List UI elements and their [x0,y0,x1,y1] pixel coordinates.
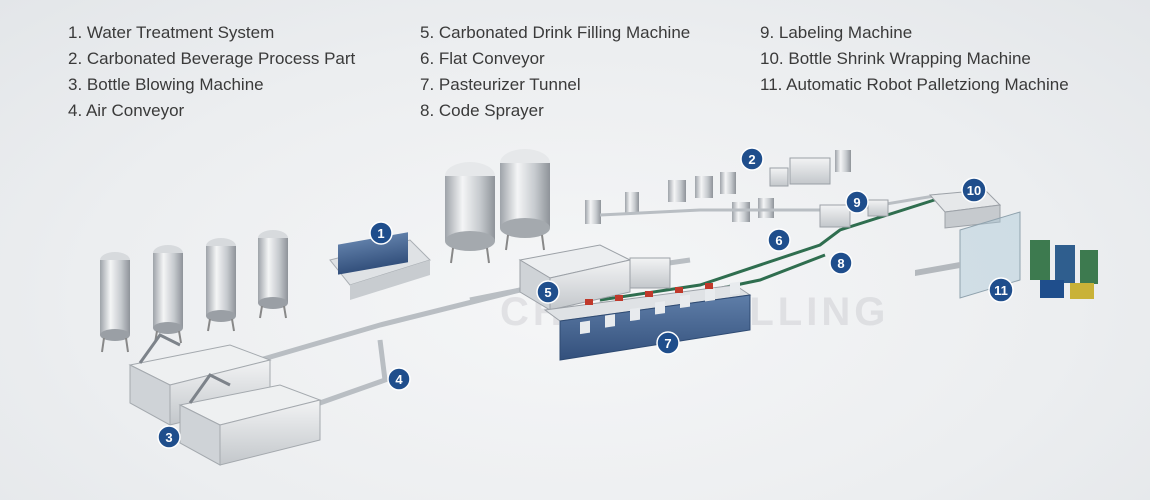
legend-item: 5. Carbonated Drink Filling Machine [420,23,691,42]
badge-8: 8 [829,251,853,275]
badge-6: 6 [767,228,791,252]
badge-4: 4 [387,367,411,391]
legend-item: 1. Water Treatment System [68,23,275,42]
legend-column-2: 5. Carbonated Drink Filling Machine 6. F… [420,22,690,126]
svg-text:9: 9 [853,195,860,210]
legend-column-3: 9. Labeling Machine 10. Bottle Shrink Wr… [760,22,1069,100]
legend-item: 9. Labeling Machine [760,23,913,42]
badge-10: 10 [961,177,987,203]
bottle-blowing-machines [128,333,322,466]
water-treatment-tanks [100,230,431,353]
legend-item: 8. Code Sprayer [420,101,544,120]
legend-column-1: 1. Water Treatment System 2. Carbonated … [68,22,355,126]
badge-7: 7 [656,331,680,355]
storage-tanks [445,149,550,264]
labeling-machine [819,199,889,228]
svg-text:4: 4 [395,372,403,387]
svg-text:11: 11 [994,283,1008,298]
legend-item: 7. Pasteurizer Tunnel [420,75,581,94]
robot-palletizing-area [915,211,1098,299]
svg-text:10: 10 [967,183,981,198]
svg-text:7: 7 [664,336,671,351]
svg-text:2: 2 [748,152,755,167]
legend: 1. Water Treatment System 2. Carbonated … [0,22,1150,132]
legend-item: 3. Bottle Blowing Machine [68,75,264,94]
badge-11: 11 [988,277,1014,303]
svg-text:5: 5 [544,285,551,300]
legend-item: 6. Flat Conveyor [420,49,545,68]
badge-3: 3 [157,425,181,449]
svg-text:6: 6 [775,233,782,248]
legend-item: 10. Bottle Shrink Wrapping Machine [760,49,1031,68]
badge-1: 1 [369,221,393,245]
svg-text:8: 8 [837,256,844,271]
svg-text:3: 3 [165,430,172,445]
carbonated-process-equipment [585,150,851,224]
pasteurizer-tunnel [543,281,752,361]
legend-item: 4. Air Conveyor [68,101,185,120]
badge-9: 9 [845,190,869,214]
badge-2: 2 [740,147,764,171]
legend-item: 11. Automatic Robot Palletziong Machine [760,75,1069,94]
svg-text:1: 1 [377,226,384,241]
legend-item: 2. Carbonated Beverage Process Part [68,49,356,68]
badge-5: 5 [536,280,560,304]
